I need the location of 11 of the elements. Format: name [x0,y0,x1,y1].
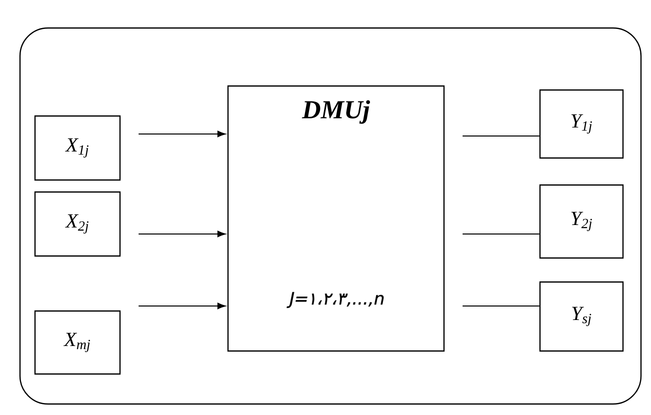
arrow [138,130,226,138]
variable-box: X$_{mj}$ [34,310,121,375]
variable-box: X$_{1j}$ [34,115,121,181]
outer-frame [19,27,642,405]
variable-box: Y$_{1j}$ [539,89,624,159]
variable-box: Y$_{2j}$ [539,184,624,259]
process-box: DMUj J=۱،۲،۳,...,n [227,85,445,352]
variable-box: Y$_{sj}$ [539,281,624,352]
arrow [138,302,226,310]
arrow [138,230,226,238]
variable-box: X$_{2j}$ [34,191,121,257]
